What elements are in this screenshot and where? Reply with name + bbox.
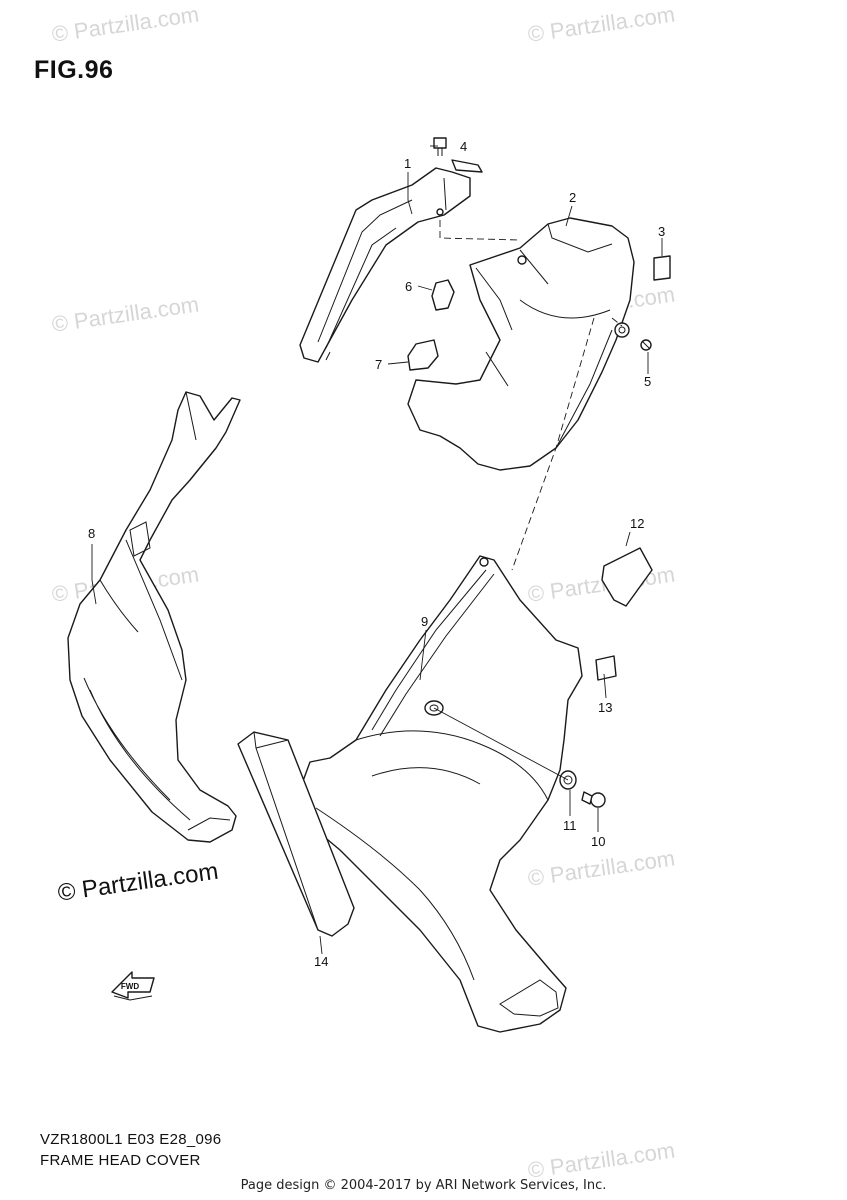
part-3-clip [653,255,671,281]
part-12-pad [601,547,653,607]
part-6-pad [431,279,455,311]
part-1-bracket [299,159,483,363]
callout-6: 6 [405,279,412,294]
part-7-pad [407,339,439,371]
callout-4: 4 [460,139,467,154]
fwd-label: FWD [121,982,139,991]
part-13-clip [595,655,617,681]
callout-14: 14 [314,954,328,969]
callout-1: 1 [404,156,411,171]
figure-caption: FRAME HEAD COVER [40,1152,201,1169]
part-5-screw [640,339,652,351]
callout-13: 13 [598,700,612,715]
page-footer: Page design © 2004-2017 by ARI Network S… [240,1178,607,1193]
part-10-screw [581,791,606,808]
callout-7: 7 [375,357,382,372]
model-code: VZR1800L1 E03 E28_096 [40,1131,222,1148]
figure-title: FIG.96 [34,56,114,84]
callout-8: 8 [88,526,95,541]
callout-12: 12 [630,516,644,531]
callout-10: 10 [591,834,605,849]
alignment-line [511,317,595,571]
part-9-main-cover [295,555,583,1033]
leader-lines [91,145,663,955]
callout-11: 11 [563,818,577,833]
callout-5: 5 [644,374,651,389]
part-8-left-cover [67,391,241,843]
callout-3: 3 [658,224,665,239]
part-14-long-pad [237,731,355,937]
callout-2: 2 [569,190,576,205]
forward-direction-arrow: FWD [111,971,155,1001]
part-4-bolt [433,137,447,156]
alignment-line [611,317,623,327]
alignment-line [439,220,521,241]
callout-9: 9 [421,614,428,629]
part-2-upper-cover [407,217,635,471]
